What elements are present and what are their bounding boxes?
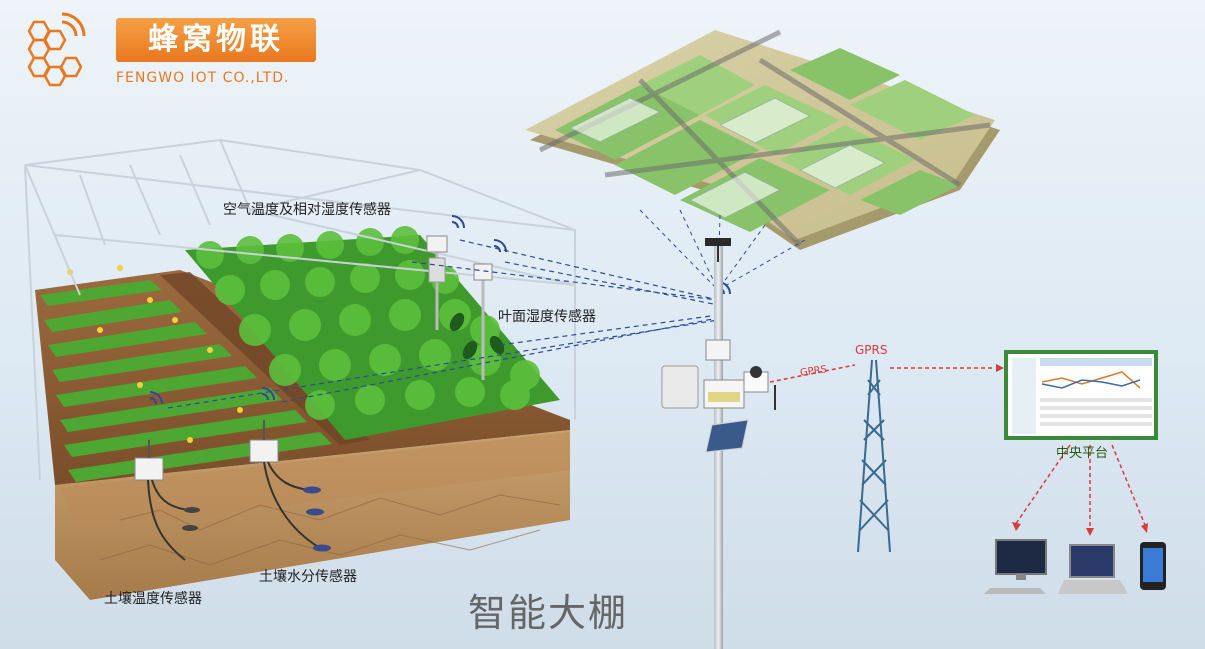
gprs-label: GPRS xyxy=(855,343,888,357)
desktop-computer-icon xyxy=(984,539,1047,594)
leaf-sensor-label: 叶面湿度传感器 xyxy=(498,309,596,325)
weather-station xyxy=(661,238,776,649)
air-sensor-unit xyxy=(426,235,448,330)
park-data-links xyxy=(639,209,806,291)
central-platform-screen xyxy=(1004,350,1158,440)
greenhouse-park-map xyxy=(525,29,1000,250)
platform-label: 中央平台 xyxy=(1056,446,1109,461)
page-title: 智能大棚 xyxy=(468,591,629,635)
soil-temp-sensor-unit xyxy=(134,440,200,561)
soil-temp-sensor-label: 土壤温度传感器 xyxy=(104,591,202,607)
sensor-data-links xyxy=(167,239,719,409)
brand-name: 蜂窝物联 xyxy=(116,18,316,62)
soil-moisture-sensor-label: 土壤水分传感器 xyxy=(259,569,357,585)
arrow-head-icon xyxy=(996,364,1148,536)
soil-moisture-sensor-unit xyxy=(249,420,331,552)
gprs-tower xyxy=(857,359,891,553)
brand-english-name: FENGWO IOT CO.,LTD. xyxy=(116,70,290,86)
laptop-icon xyxy=(1058,544,1128,594)
smartphone-icon xyxy=(1140,542,1166,590)
crop-tall-plants xyxy=(185,226,560,440)
leaf-sensor-unit xyxy=(449,263,505,380)
air-sensor-label: 空气温度及相对湿度传感器 xyxy=(223,202,391,218)
logo-hexagon-icon xyxy=(27,12,86,87)
gprs-link xyxy=(769,364,1146,530)
